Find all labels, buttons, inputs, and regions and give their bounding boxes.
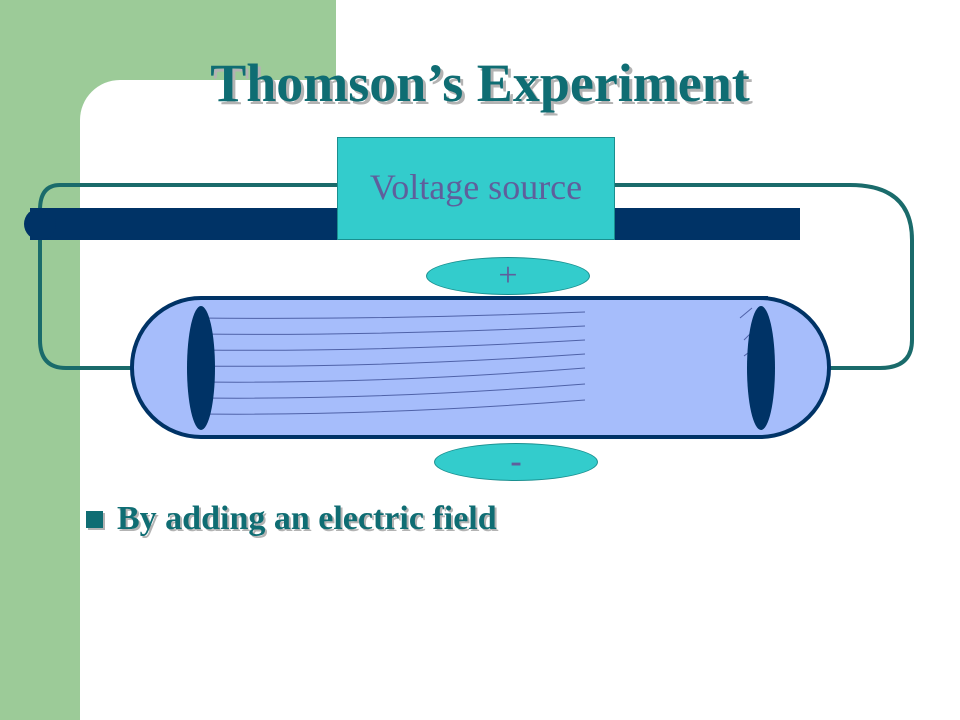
upper-plate-bar-end — [24, 208, 56, 240]
slide-title: Thomson’s Experiment — [210, 53, 750, 113]
bullet-square-icon — [86, 510, 103, 528]
bullet-text: By adding an electric field — [117, 500, 497, 537]
glass-tube — [130, 296, 831, 439]
anode-electrode — [747, 306, 775, 430]
electron-beam — [195, 311, 586, 415]
cathode-electrode — [187, 306, 215, 430]
circuit-wire — [38, 183, 190, 370]
bullet-item: By adding an electric field — [86, 500, 497, 538]
negative-plate-label: - — [434, 443, 598, 481]
voltage-source-box: Voltage source — [337, 137, 615, 240]
circuit-wire-right — [762, 183, 914, 370]
positive-plate-label: + — [426, 257, 590, 295]
